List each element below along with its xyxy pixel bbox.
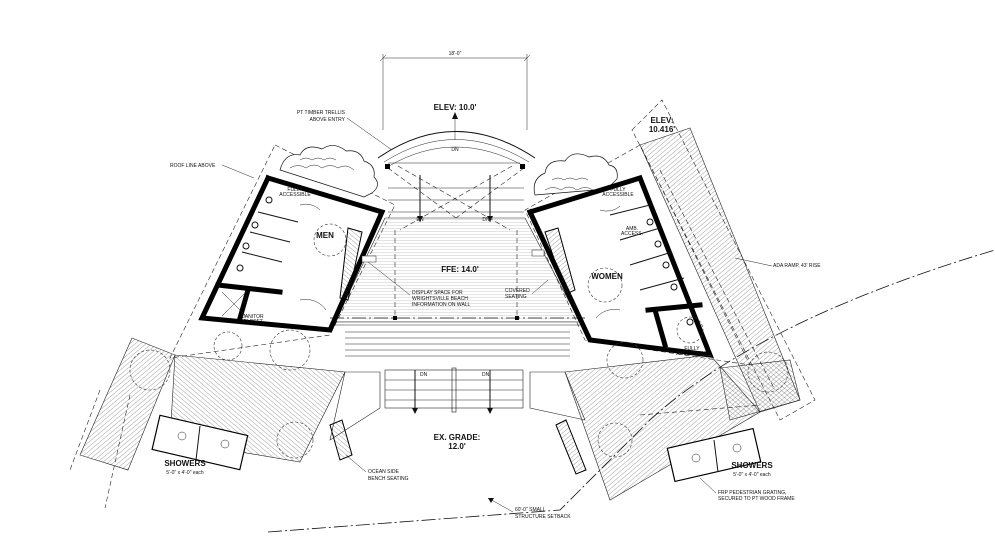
setback-line2: STRUCTURE SETBACK <box>515 514 571 520</box>
roof-line-callout: ROOF LINE ABOVE <box>170 163 255 179</box>
right-showers: SHOWERS 5'-0" x 4'-0" each <box>666 427 773 483</box>
left-deck-ramp <box>69 329 353 509</box>
men-fully-accessible-line1: FULLY <box>287 187 303 193</box>
entry-elevation: ELEV: 10.0' <box>434 103 477 140</box>
showers-right-label: SHOWERS <box>731 461 773 470</box>
women-fully-accessible-line2: ACCESSIBLE <box>602 192 634 198</box>
showers-left-size: 5'-0" x 4'-0" each <box>166 470 204 476</box>
dn-label: DN <box>482 372 490 378</box>
central-deck: FFE: 14.0' <box>330 217 585 357</box>
right-lower-deck <box>555 341 801 501</box>
lower-steps: DN DN EX. GRADE: 12.0' <box>329 367 586 451</box>
frp-grating-callout: FRP PEDESTRIAN GRATING, SECURED TO PT WO… <box>699 477 795 502</box>
setback-line1: 60'-0" SMALL <box>515 507 546 513</box>
elev-ramp-label: ELEV: <box>650 116 673 125</box>
amb-access-line1: AMB. <box>626 226 638 232</box>
ocean-bench-line1: OCEAN SIDE <box>368 469 400 475</box>
women-label: WOMEN <box>591 272 623 281</box>
frp-grating-line2: SECURED TO PT WOOD FRAME <box>718 496 795 502</box>
family-fully-accessible-line2: ACCESSIBLE <box>676 351 708 357</box>
showers-right-size: 5'-0" x 4'-0" each <box>733 472 771 478</box>
trellis-label-line1: PT TIMBER TRELLIS <box>297 110 346 116</box>
ex-grade-label: EX. GRADE: <box>434 433 481 442</box>
display-space-callout: DISPLAY SPACE FOR WRIGHTSVILLE BEACH INF… <box>367 261 471 308</box>
display-space-line2: WRIGHTSVILLE BEACH <box>412 296 468 302</box>
trellis-callout: PT TIMBER TRELLIS ABOVE ENTRY <box>297 110 393 151</box>
dn-label: DN <box>451 147 459 153</box>
family-fully-accessible-line1: FULLY <box>684 346 700 352</box>
display-space-line3: INFORMATION ON WALL <box>412 302 471 308</box>
top-dimension: 18'-0" <box>379 51 531 130</box>
janitor-line2: CLOSET <box>243 319 263 325</box>
dn-label: DN <box>420 372 428 378</box>
janitor-line1: JANITOR <box>242 314 264 320</box>
covered-seating-callout: COVERED SEATING <box>505 279 549 300</box>
showers-left-label: SHOWERS <box>164 459 206 468</box>
women-fully-accessible-line1: FULLY <box>610 187 626 193</box>
dim-18ft-label: 18'-0" <box>449 51 462 57</box>
left-showers: SHOWERS 5'-0" x 4'-0" each <box>151 414 249 476</box>
ada-ramp-label: ADA RAMP, 43' RISE <box>773 263 821 269</box>
elev-entry-label: ELEV: 10.0' <box>434 103 477 112</box>
amb-access-line2: ACCESS. <box>621 231 643 237</box>
ada-ramp: ELEV: 10.416' ADA RAMP, 43' RISE <box>631 99 821 421</box>
men-fully-accessible-line2: ACCESSIBLE <box>279 192 311 198</box>
ffe-label: FFE: 14.0' <box>441 265 479 274</box>
entry-trellis: DN DN DN <box>377 131 536 231</box>
men-label: MEN <box>316 231 334 240</box>
ex-grade-value: 12.0' <box>448 442 466 451</box>
elev-ramp-value: 10.416' <box>649 125 675 134</box>
covered-seating-line2: SEATING <box>505 294 527 300</box>
covered-seating-line1: COVERED <box>505 288 530 294</box>
trellis-label-line2: ABOVE ENTRY <box>310 117 346 123</box>
men-restroom-block: FULLY ACCESSIBLE MEN JANITOR CLOSET <box>169 144 396 361</box>
ocean-bench-line2: BENCH SEATING <box>368 476 409 482</box>
display-space-line1: DISPLAY SPACE FOR <box>412 290 463 296</box>
ocean-bench-callout: OCEAN SIDE BENCH SEATING <box>345 454 409 482</box>
setback-line: 60'-0" SMALL STRUCTURE SETBACK <box>267 249 995 533</box>
roof-line-label: ROOF LINE ABOVE <box>170 163 216 169</box>
frp-grating-line1: FRP PEDESTRIAN GRATING, <box>718 490 786 496</box>
